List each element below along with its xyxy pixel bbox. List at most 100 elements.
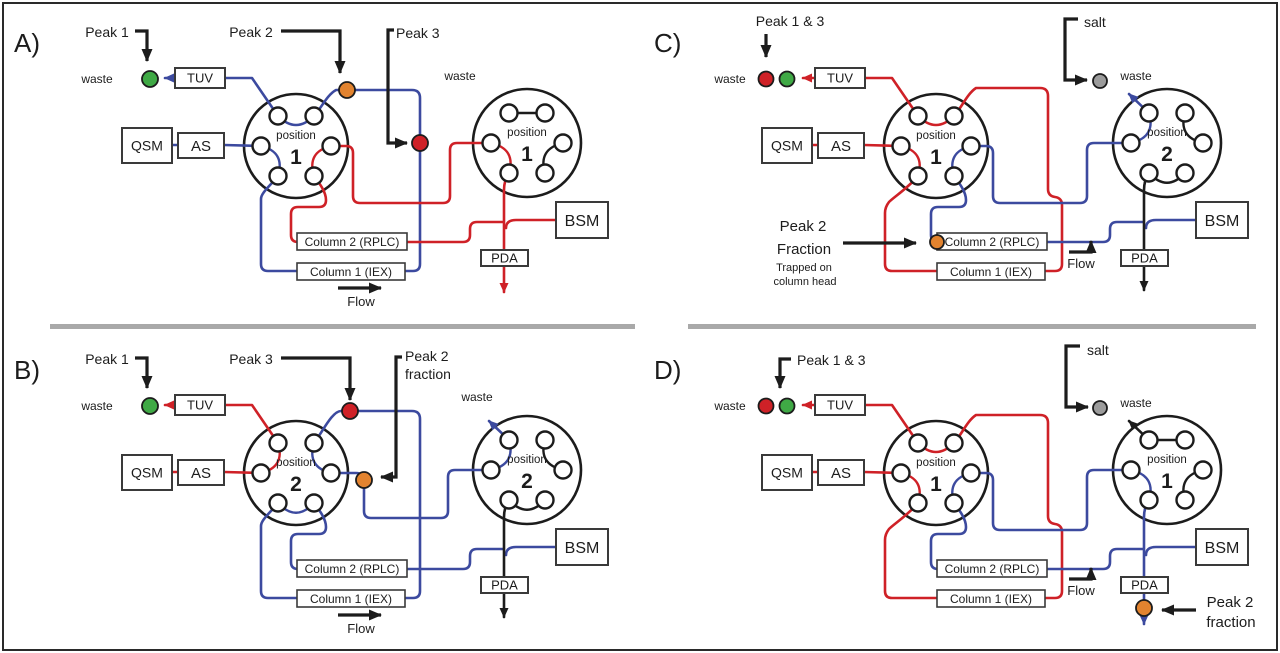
right-valve-position-word: position [1147,454,1187,466]
pda-box [480,576,529,594]
tube-red [329,141,493,205]
column1-box [936,589,1046,608]
pda-label: PDA [1131,578,1158,593]
annotation-fraction-2: Fraction [777,241,831,258]
annotation-arrow [774,357,791,389]
valve-port [535,163,555,183]
valve-port [908,166,928,186]
peak-1-dot [141,397,159,415]
column1-box [296,262,406,281]
tube-blue [259,174,300,273]
peak-3-dot [778,70,796,88]
annotation-flow: Flow [1067,256,1095,271]
annotation-peak-a: Peak 1 [85,24,129,40]
as-box [177,132,225,159]
pda-label: PDA [491,578,518,593]
pda-label: PDA [1131,251,1158,266]
valve-port [1175,430,1195,450]
valve-port [304,433,324,453]
right-valve-position-number: 2 [1161,143,1173,166]
annotation-peak-c: Peak 3 [396,25,440,41]
peak-3-dot [411,134,429,152]
valve-port [1193,133,1213,153]
peak-1-dot [757,397,775,415]
right-valve-position-number: 1 [1161,470,1173,493]
valve-port [944,433,964,453]
column1-label: Column 1 (IEX) [310,265,392,279]
valve-port [499,490,519,510]
annotation-arrow [1064,344,1089,413]
valve-port [1121,133,1141,153]
valve-port [304,166,324,186]
tube-blue [504,545,558,557]
right-valve-position-word: position [507,127,547,139]
tube-red [883,174,940,273]
tuv-label: TUV [827,71,853,86]
tuv-box [814,394,866,416]
tube-red [504,218,558,230]
peak-2-fraction-dot [355,471,373,489]
column1-box [296,589,406,608]
annotation-arrow [1069,567,1097,581]
valve-port [961,463,981,483]
annotation-salt: salt [1087,342,1109,358]
peak-1-dot [141,70,159,88]
valve-port [304,106,324,126]
panel-label: D) [654,355,681,385]
peak-3-dot [341,402,359,420]
column2-box [296,232,408,251]
peak-2-fraction-dot [1135,599,1153,617]
valve-port [1139,103,1159,123]
valve-port [944,166,964,186]
tube-blue [259,501,300,600]
left-valve-position-number: 1 [930,473,942,496]
tube-blue [1144,218,1198,230]
valve-port [1139,490,1159,510]
column2-box [296,559,408,578]
annotation-arrow [386,28,408,149]
tuv-box [814,67,866,89]
pda-box [1120,576,1169,594]
bsm-box [555,528,609,566]
pda-box [1120,249,1169,267]
panel-divider-left [50,324,635,329]
tube-red [952,86,1064,273]
annotation-peak-a: Peak 1 & 3 [756,13,825,29]
tuv-label: TUV [187,398,213,413]
valve-port [499,430,519,450]
left-valve-position-word: position [916,457,956,469]
valve-port [268,106,288,126]
valve-port [321,136,341,156]
tube-red [404,220,505,244]
valve-port [268,166,288,186]
valve-port [1139,430,1159,450]
valve-port [1175,163,1195,183]
tube-red [289,174,328,244]
annotation-salt: salt [1084,14,1106,30]
valve-port [535,490,555,510]
peak-2-dot [338,81,356,99]
annotation-fraction-2: fraction [1206,614,1255,631]
column2-label: Column 2 (RPLC) [945,562,1040,576]
tube-blue [223,76,280,118]
valve-port [321,463,341,483]
tube-red [863,403,920,445]
annotation-peak-b: Peak 3 [229,351,273,367]
as-box [817,459,865,486]
right-valve-position-word: position [507,454,547,466]
valve-port [944,106,964,126]
tube-blue [969,141,1133,205]
annotation-waste-left: waste [80,72,113,86]
qsm-box [761,454,813,491]
valve-port [908,493,928,513]
valve-port [499,163,519,183]
annotation-waste-right: waste [1119,396,1152,410]
as-label: AS [191,465,211,482]
peak-2-trapped-dot [929,234,945,250]
bsm-label: BSM [1205,213,1240,230]
